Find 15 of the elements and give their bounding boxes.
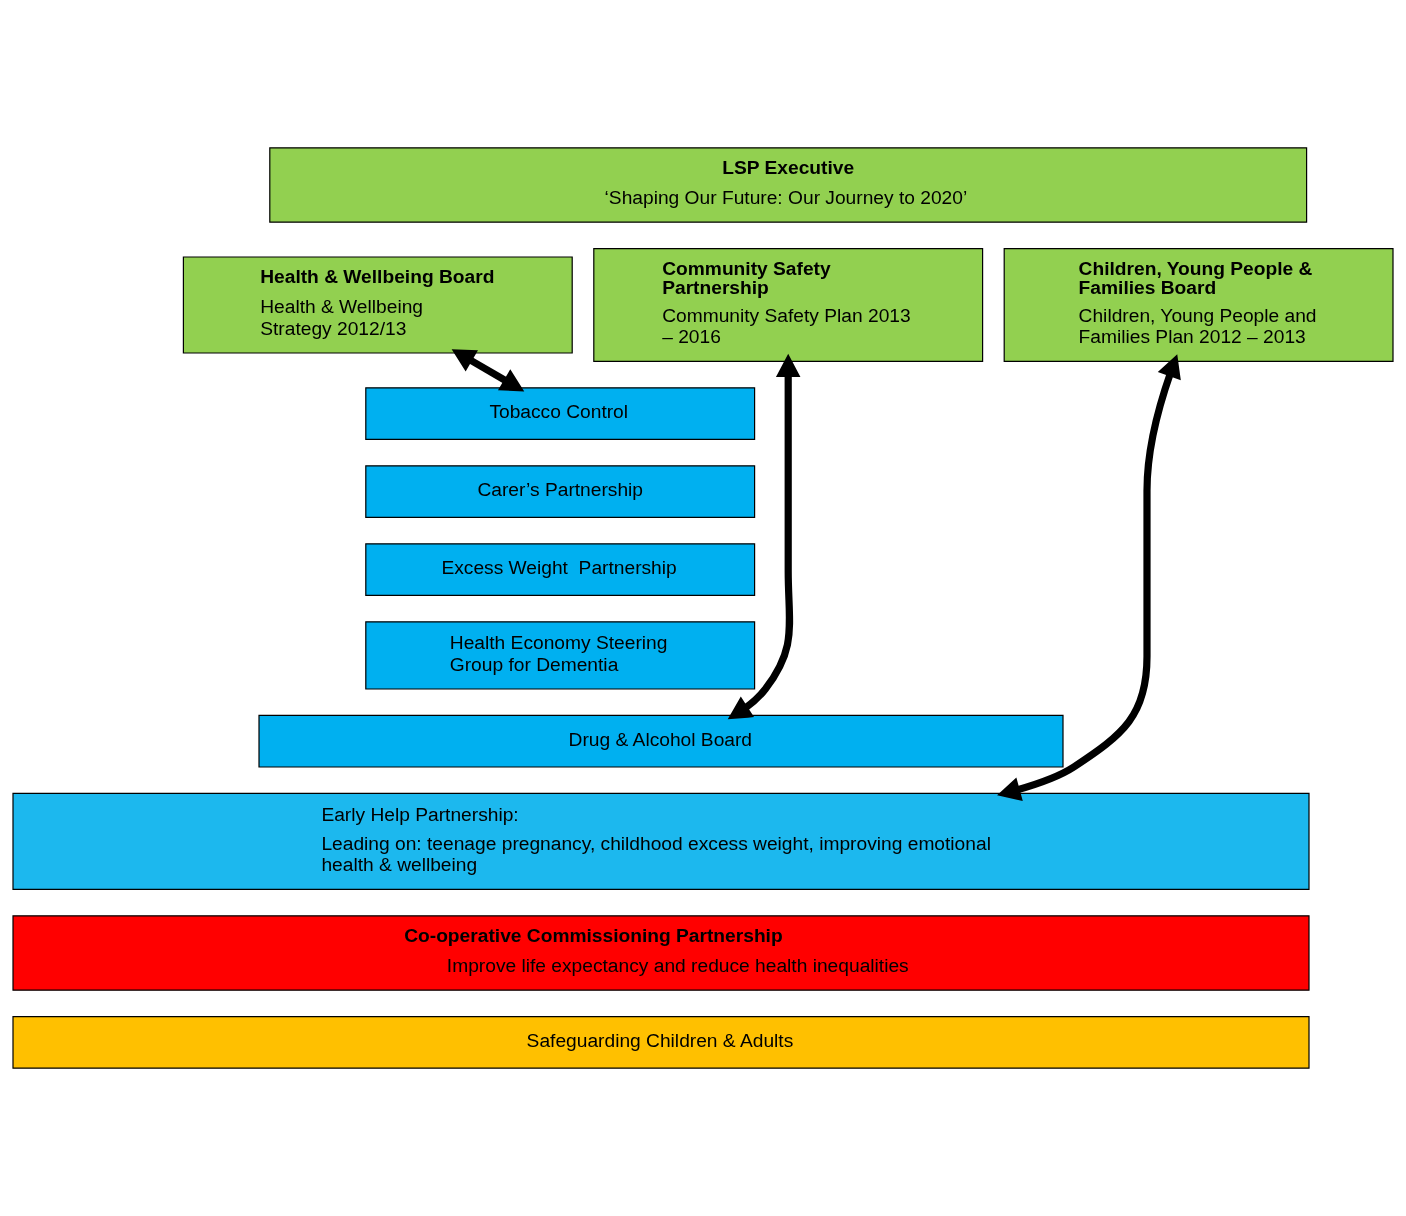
node-box: Carer’s Partnership bbox=[365, 465, 756, 518]
arrow bbox=[727, 353, 801, 720]
arrow bbox=[997, 354, 1181, 802]
node-box: Excess Weight Partnership bbox=[365, 543, 756, 596]
node-box: Safeguarding Children & Adults bbox=[12, 1016, 1310, 1069]
arrow bbox=[451, 349, 525, 392]
node-box: Community Safety Partnership Community Safety Plan 2013 – 2016 bbox=[593, 248, 984, 362]
node-box: LSP Executive ‘Shaping Our Future: Our Journey to 2020’ bbox=[269, 147, 1308, 223]
node-box: Health Economy Steering Group for Dementia bbox=[365, 621, 756, 690]
node-box: Co-operative Commissioning Partnership Improve life expectancy and reduce health inequalities bbox=[12, 915, 1310, 991]
node-box: Tobacco Control bbox=[365, 387, 756, 440]
node-box: Health & Wellbeing Board Health & Wellbeing Strategy 2012/13 bbox=[182, 256, 573, 354]
node-box: Drug & Alcohol Board bbox=[258, 714, 1064, 768]
node-box: Early Help Partnership: Leading on: teenage pregnancy, childhood excess weight, improving emotional health & wellbeing bbox=[12, 792, 1310, 890]
node-box: Children, Young People & Families Board Children, Young People and Families Plan 2012 – 2013 bbox=[1003, 248, 1394, 362]
